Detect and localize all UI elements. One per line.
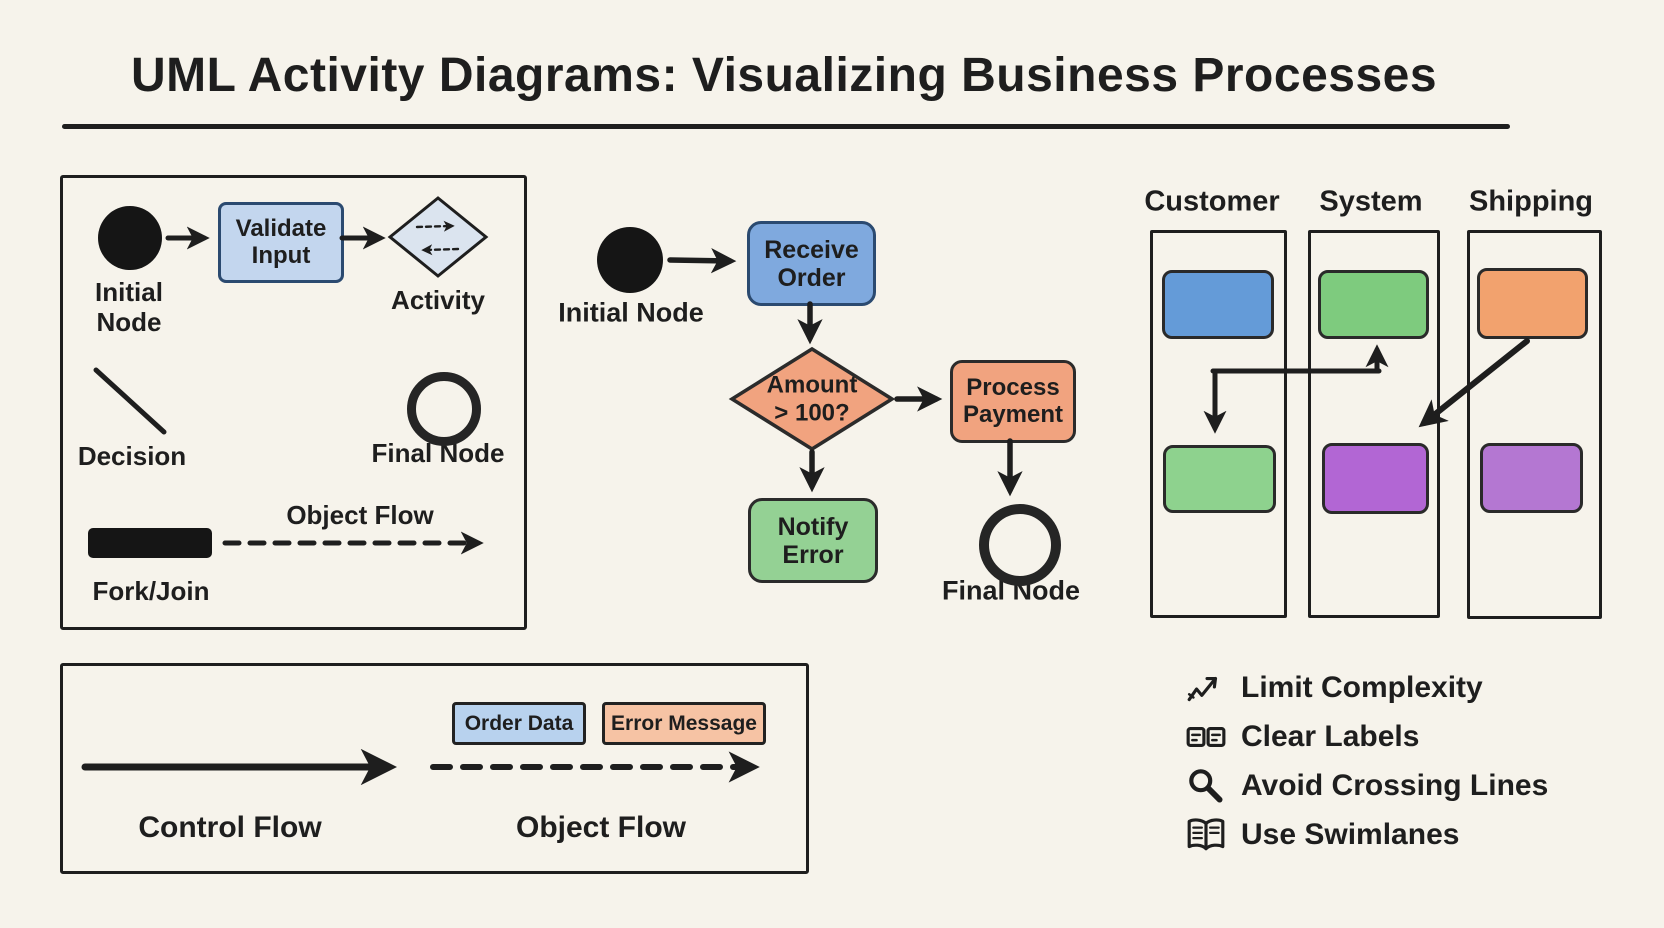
notify-error-activity: Notify Error: [748, 498, 878, 583]
lane-label-system: System: [1319, 185, 1423, 218]
lane-label-customer: Customer: [1144, 185, 1280, 218]
arrow-initial-to-receive: [667, 248, 737, 274]
labels-icon: [1186, 727, 1226, 747]
system-step-1: [1318, 270, 1429, 339]
tip-avoid-crossing-lines: Avoid Crossing Lines: [1185, 762, 1548, 810]
customer-step-1: [1162, 270, 1274, 339]
shipping-step-1: [1477, 268, 1588, 339]
tip-label: Use Swimlanes: [1241, 818, 1460, 851]
open-book-icon: [1187, 818, 1225, 851]
object-flow-legend-label: Object Flow: [286, 500, 434, 531]
lane-label-shipping: Shipping: [1468, 185, 1594, 218]
receive-order-activity: Receive Order: [747, 221, 876, 306]
fork-join-shape: [88, 528, 212, 558]
final-node-shape: [407, 372, 481, 446]
initial-node-label: Initial Node: [95, 277, 163, 337]
flow-initial-node: [597, 227, 663, 293]
trend-arrow-icon: [1187, 676, 1218, 702]
order-data-tag: Order Data: [452, 702, 586, 745]
customer-step-2: [1163, 445, 1276, 513]
amount-decision-label: Amount > 100?: [766, 371, 858, 426]
initial-node-shape: [98, 206, 162, 270]
tip-use-swimlanes: Use Swimlanes: [1185, 811, 1459, 859]
fork-join-label: Fork/Join: [92, 576, 210, 607]
decision-label: Decision: [77, 441, 187, 472]
tip-limit-complexity: Limit Complexity: [1185, 664, 1483, 712]
tip-clear-labels: Clear Labels: [1185, 713, 1419, 761]
system-step-2: [1322, 443, 1429, 514]
shipping-step-2: [1480, 443, 1583, 513]
flow-types-panel: [60, 663, 809, 874]
validate-input-activity: Validate Input: [218, 202, 344, 283]
object-flow-label: Object Flow: [515, 810, 687, 844]
flow-final-node: [979, 504, 1061, 586]
activity-label: Activity: [391, 285, 485, 316]
magnifier-icon: [1189, 769, 1223, 803]
error-message-tag: Error Message: [602, 702, 766, 745]
tip-label: Limit Complexity: [1241, 671, 1483, 704]
legend-panel: [60, 175, 527, 630]
lane-customer: [1150, 230, 1287, 618]
tip-label: Avoid Crossing Lines: [1241, 769, 1549, 802]
process-payment-activity: Process Payment: [950, 360, 1076, 443]
flow-initial-node-label: Initial Node: [558, 297, 704, 328]
tip-label: Clear Labels: [1241, 720, 1420, 753]
title-underline: [62, 124, 1510, 129]
page-title: UML Activity Diagrams: Visualizing Busin…: [130, 49, 1438, 102]
control-flow-label: Control Flow: [138, 810, 322, 844]
